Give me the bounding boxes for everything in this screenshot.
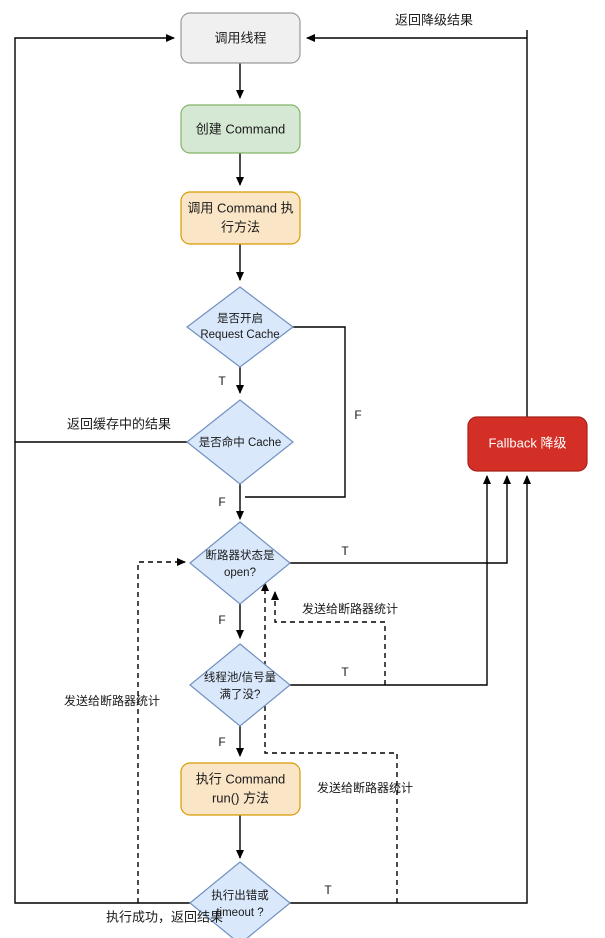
request-cache-label-line1: 是否开启 (217, 312, 263, 325)
node-circuit-open[interactable]: 断路器状态是 open? (189, 521, 291, 605)
label-send-stats-3: 发送给断路器统计 (317, 780, 413, 795)
cache-hit-label-line1: 是否命中 Cache (199, 435, 281, 449)
label-send-stats-2: 发送给断路器统计 (64, 693, 160, 708)
create-command-shape (180, 104, 301, 154)
edge-stats-success-to-circuit (137, 558, 186, 903)
flag-error-timeout-true: T (324, 883, 332, 897)
invoke-command-label-line2: 行方法 (221, 219, 260, 234)
label-send-stats-1: 发送给断路器统计 (302, 601, 398, 616)
pool-full-diamond-shape (189, 643, 291, 727)
label-return-cached-result: 返回缓存中的结果 (67, 416, 171, 431)
node-pool-full[interactable]: 线程池/信号量 满了没? (189, 643, 291, 727)
flag-circuit-open-false: F (218, 613, 225, 627)
node-request-cache-enabled[interactable]: 是否开启 Request Cache (186, 286, 294, 368)
cache-hit-diamond-shape (186, 399, 294, 485)
node-run-command[interactable]: 执行 Command run() 方法 (180, 762, 301, 816)
edge-circuit-true-to-fallback (290, 475, 511, 564)
error-timeout-diamond-shape (189, 861, 291, 938)
invoke-command-label-line1: 调用 Command 执 (187, 200, 293, 215)
flag-pool-full-false: F (218, 735, 225, 749)
edge-fallback-return-to-caller (306, 30, 528, 417)
run-command-shape (180, 762, 301, 816)
node-cache-hit[interactable]: 是否命中 Cache (186, 399, 294, 485)
edge-requestcache-false (245, 326, 346, 498)
caller-thread-label: 调用线程 (214, 30, 266, 45)
node-create-command[interactable]: 创建 Command (180, 104, 301, 154)
flag-request-cache-true: T (218, 374, 226, 388)
pool-full-label-line1: 线程池/信号量 (204, 670, 276, 684)
edge-errorcheck-true-to-fallback (290, 475, 531, 904)
run-command-label-line1: 执行 Command (196, 771, 286, 786)
label-execute-success-return: 执行成功，返回结果 (106, 909, 223, 924)
create-command-label: 创建 Command (196, 121, 286, 136)
label-return-fallback-result: 返回降级结果 (395, 12, 473, 27)
circuit-open-diamond-shape (189, 521, 291, 605)
fallback-shape (467, 416, 588, 472)
flag-request-cache-false: F (354, 408, 361, 422)
circuit-open-label-line2: open? (224, 567, 256, 579)
circuit-open-label-line1: 断路器状态是 (206, 548, 275, 562)
edge-stats-poolfull-to-circuit (271, 591, 386, 685)
node-invoke-command[interactable]: 调用 Command 执 行方法 (180, 191, 301, 245)
request-cache-diamond-shape (186, 286, 294, 368)
caller-thread-shape (180, 12, 301, 64)
run-command-label-line2: run() 方法 (212, 790, 269, 805)
edge-success-return-to-caller (14, 34, 190, 904)
pool-full-label-line2: 满了没? (220, 688, 261, 701)
error-timeout-label-line2: timeout ? (216, 907, 263, 919)
flag-circuit-open-true: T (341, 544, 349, 558)
invoke-command-shape (180, 191, 301, 245)
node-fallback[interactable]: Fallback 降级 (467, 416, 588, 472)
node-caller-thread[interactable]: 调用线程 (180, 12, 301, 64)
node-error-or-timeout[interactable]: 执行出错或 timeout ? (189, 861, 291, 938)
edge-stats-error-to-circuit (261, 582, 398, 903)
edge-poolfull-true-to-fallback (290, 475, 491, 686)
flag-pool-full-true: T (341, 665, 349, 679)
error-timeout-label-line1: 执行出错或 (211, 888, 269, 902)
flag-cache-hit-false: F (218, 495, 225, 509)
fallback-label: Fallback 降级 (488, 435, 566, 450)
request-cache-label-line2: Request Cache (200, 329, 279, 341)
